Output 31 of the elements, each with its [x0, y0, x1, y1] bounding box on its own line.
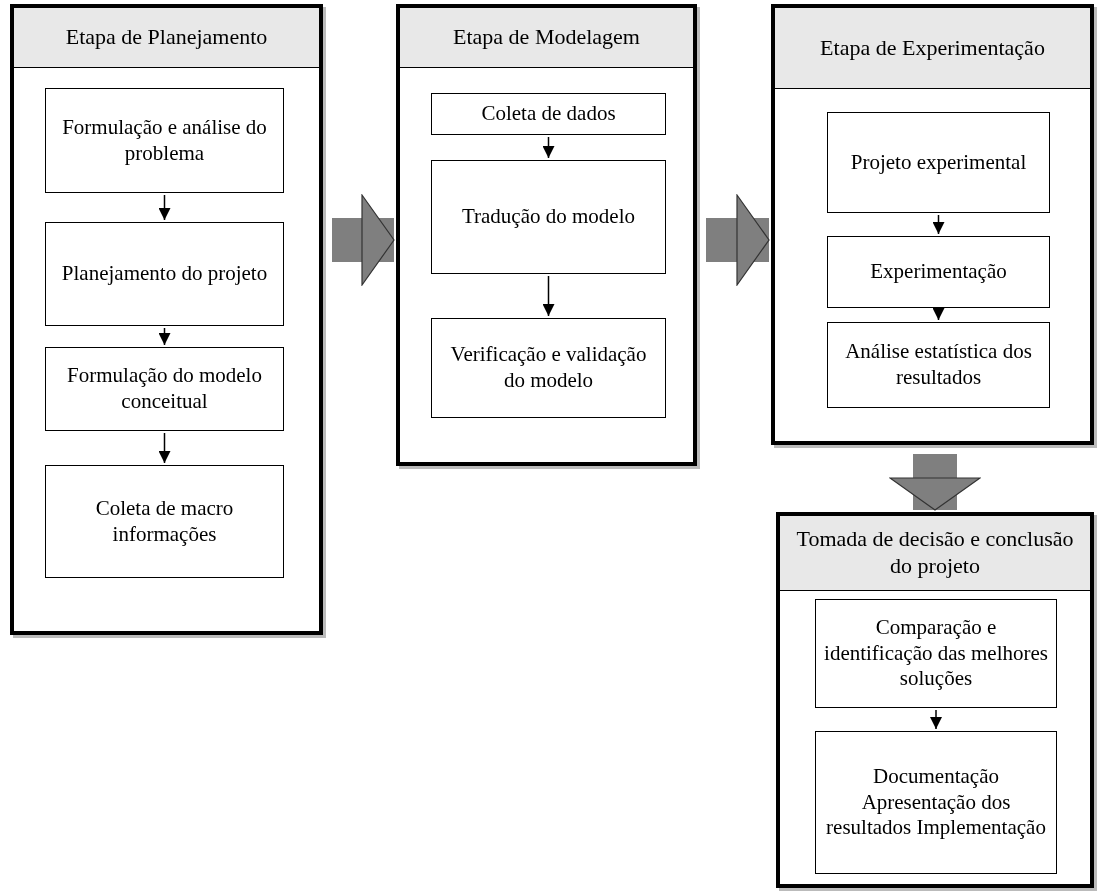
stage-heading: Tomada de decisão e conclusão do projeto — [780, 516, 1090, 591]
process-box: Planejamento do projeto — [45, 222, 284, 326]
arrow — [932, 214, 945, 235]
process-box: Comparação e identificação das melhores soluções — [815, 599, 1057, 708]
process-box: Formulação do modelo conceitual — [45, 347, 284, 431]
process-box: Análise estatística dos resultados — [827, 322, 1050, 408]
stage-panel — [771, 4, 1094, 445]
arrow — [930, 709, 942, 730]
arrow — [158, 327, 171, 346]
stage-heading: Etapa de Modelagem — [400, 8, 693, 68]
process-box: Verificação e validação do modelo — [431, 318, 666, 418]
arrow — [158, 432, 171, 464]
process-box: Coleta de dados — [431, 93, 666, 135]
arrow — [542, 275, 555, 317]
process-box: Projeto experimental — [827, 112, 1050, 213]
stage-panel — [776, 512, 1094, 888]
process-box: Tradução do modelo — [431, 160, 666, 274]
stage-heading: Etapa de Planejamento — [14, 8, 319, 68]
block-arrow — [332, 194, 395, 286]
process-box: Coleta de macro informações — [45, 465, 284, 578]
arrow — [542, 136, 555, 159]
stage-panel — [10, 4, 323, 635]
process-box: Experimentação — [827, 236, 1050, 308]
arrow — [158, 194, 171, 221]
block-arrow — [706, 194, 770, 286]
stage-heading: Etapa de Experimentação — [775, 8, 1090, 89]
process-box: Documentação Apresentação dos resultados Implementação — [815, 731, 1057, 874]
stage-panel — [396, 4, 697, 466]
process-box: Formulação e análise do problema — [45, 88, 284, 193]
block-arrow — [889, 454, 981, 511]
arrow — [932, 308, 945, 321]
